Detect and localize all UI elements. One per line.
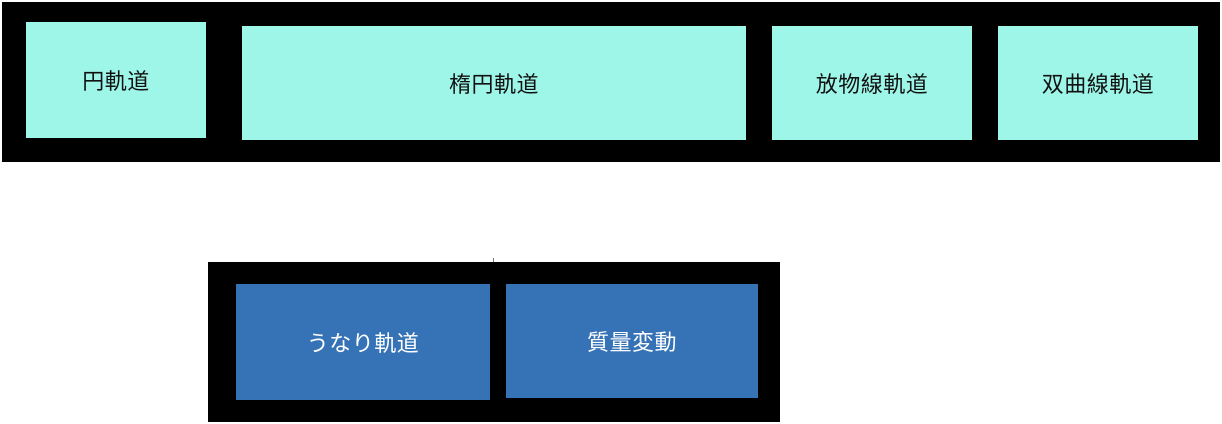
elliptical-orbit-label: 楕円軌道 <box>448 73 539 98</box>
beat-orbit-label: うなり軌道 <box>306 332 420 357</box>
hyperbolic-orbit-box: 双曲線軌道 <box>998 26 1198 140</box>
circular-orbit-box: 円軌道 <box>26 22 206 138</box>
connector-tick <box>493 258 494 264</box>
hyperbolic-orbit-label: 双曲線軌道 <box>1041 73 1155 98</box>
parabolic-orbit-box: 放物線軌道 <box>772 26 972 140</box>
beat-orbit-box: うなり軌道 <box>236 284 490 400</box>
parabolic-orbit-label: 放物線軌道 <box>815 73 929 98</box>
mass-variation-box: 質量変動 <box>506 284 758 398</box>
elliptical-orbit-box: 楕円軌道 <box>242 26 746 140</box>
mass-variation-label: 質量変動 <box>586 331 677 356</box>
circular-orbit-label: 円軌道 <box>82 70 150 95</box>
